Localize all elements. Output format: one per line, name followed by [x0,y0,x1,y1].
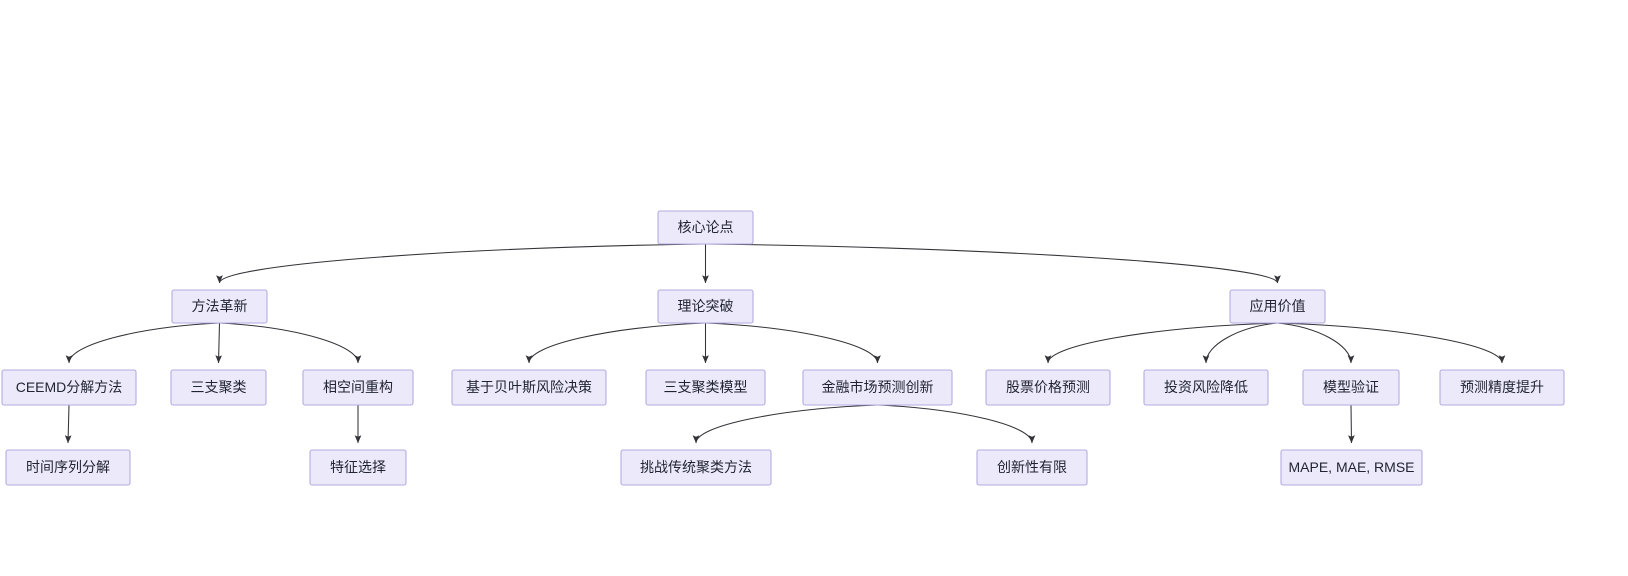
flow-node-n1[interactable]: 核心论点 [657,210,754,245]
flow-node-label: MAPE, MAE, RMSE [1288,459,1414,475]
edge-n13-n19 [1348,404,1355,444]
flow-node-label: 股票价格预测 [1006,379,1090,395]
flow-node-box[interactable] [620,449,772,486]
flow-node-n4[interactable]: 应用价值 [1229,289,1326,324]
flow-node-box[interactable] [1280,449,1423,486]
flow-node-box[interactable] [1302,369,1400,406]
flow-node-n5[interactable]: CEEMD分解方法 [1,369,137,406]
flow-node-n12[interactable]: 投资风险降低 [1143,369,1269,406]
flow-node-label: 三支聚类 [191,379,247,395]
edge-n3-n8 [525,322,706,364]
flow-node-box[interactable] [1143,369,1269,406]
flow-node-n6[interactable]: 三支聚类 [170,369,267,406]
edge-layer [64,243,1506,444]
edge-n1-n2 [216,243,706,284]
flow-node-label: 模型验证 [1323,379,1379,395]
flow-node-n19[interactable]: MAPE, MAE, RMSE [1280,449,1423,486]
flow-node-box[interactable] [976,449,1088,486]
flow-node-n14[interactable]: 预测精度提升 [1439,369,1565,406]
edge-n5-n15 [64,404,72,444]
flow-node-box[interactable] [657,289,754,324]
flow-node-label: 投资风险降低 [1164,379,1248,395]
flow-node-box[interactable] [802,369,953,406]
flow-node-label: 金融市场预测创新 [822,379,934,395]
edge-n2-n6 [215,322,223,364]
flow-node-box[interactable] [1,369,137,406]
flow-node-label: 应用价值 [1250,298,1306,314]
edge-n2-n5 [65,322,220,364]
flow-node-n18[interactable]: 创新性有限 [976,449,1088,486]
flow-node-box[interactable] [171,289,268,324]
flow-node-label: 基于贝叶斯风险决策 [466,379,592,395]
flow-node-box[interactable] [985,369,1111,406]
flow-node-box[interactable] [170,369,267,406]
flow-node-label: 挑战传统聚类方法 [640,459,752,475]
flow-node-label: CEEMD分解方法 [16,379,123,395]
flow-node-n16[interactable]: 特征选择 [309,449,407,486]
flow-node-box[interactable] [5,449,131,486]
flow-node-n11[interactable]: 股票价格预测 [985,369,1111,406]
flow-node-box[interactable] [657,210,754,245]
flow-node-label: 特征选择 [330,459,386,475]
flow-node-box[interactable] [451,369,607,406]
flow-node-n2[interactable]: 方法革新 [171,289,268,324]
edge-n10-n17 [692,404,878,444]
edge-n4-n11 [1044,322,1278,364]
flow-node-n3[interactable]: 理论突破 [657,289,754,324]
flow-node-label: 方法革新 [192,298,248,314]
edge-n1-n4 [705,243,1281,284]
edge-n3-n10 [705,322,881,364]
flow-node-n13[interactable]: 模型验证 [1302,369,1400,406]
flow-node-n7[interactable]: 相空间重构 [302,369,414,406]
flow-node-box[interactable] [645,369,766,406]
edge-n4-n13 [1277,322,1355,364]
flow-node-label: 预测精度提升 [1460,379,1544,395]
flow-node-label: 相空间重构 [323,379,393,395]
edge-n4-n14 [1277,322,1506,364]
flow-node-label: 创新性有限 [997,459,1067,475]
flow-node-box[interactable] [302,369,414,406]
flow-node-n17[interactable]: 挑战传统聚类方法 [620,449,772,486]
flow-node-label: 时间序列分解 [26,459,110,475]
flow-node-label: 理论突破 [678,298,734,314]
edge-n2-n7 [219,322,362,364]
edge-n4-n12 [1202,322,1278,364]
flow-node-box[interactable] [309,449,407,486]
flow-node-n8[interactable]: 基于贝叶斯风险决策 [451,369,607,406]
flow-node-label: 核心论点 [678,219,734,235]
flow-node-n15[interactable]: 时间序列分解 [5,449,131,486]
flow-node-n10[interactable]: 金融市场预测创新 [802,369,953,406]
flow-node-box[interactable] [1229,289,1326,324]
flow-node-box[interactable] [1439,369,1565,406]
edge-n10-n18 [877,404,1036,444]
flow-node-label: 三支聚类模型 [664,379,748,395]
flow-node-n9[interactable]: 三支聚类模型 [645,369,766,406]
